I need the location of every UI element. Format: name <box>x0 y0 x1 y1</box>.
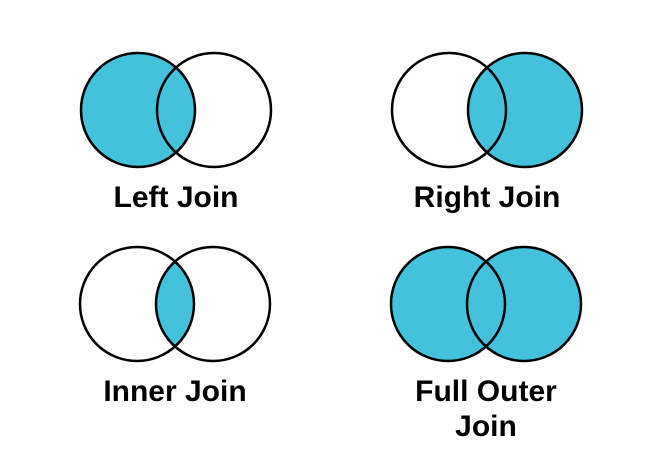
left-circle-outline <box>79 51 197 169</box>
right-join-label: Right Join <box>413 181 561 214</box>
right-circle-outline <box>154 245 272 363</box>
left-circle-outline <box>389 245 507 363</box>
venn-inner-join: Inner Join <box>40 244 310 409</box>
left-join-venn-icon <box>79 51 273 169</box>
inner-join-venn-icon <box>78 245 272 363</box>
intersection-region <box>155 261 195 347</box>
right-circle-outline <box>466 51 584 169</box>
venn-right-join: Right Join <box>352 50 622 215</box>
intersection-region <box>467 67 507 153</box>
left-circle-outline <box>390 51 508 169</box>
intersection-region <box>466 261 506 347</box>
right-circle-outline <box>465 245 583 363</box>
intersection-region <box>156 67 196 153</box>
venn-left-join: Left Join <box>41 50 311 215</box>
left-join-label: Left Join <box>113 181 239 214</box>
full-outer-join-label: Full Outer Join <box>415 375 557 443</box>
right-join-venn-icon <box>390 51 584 169</box>
full-outer-join-venn-icon <box>389 245 583 363</box>
left-circle-outline <box>78 245 196 363</box>
right-circle-outline <box>155 51 273 169</box>
venn-full-outer-join: Full Outer Join <box>351 244 621 444</box>
inner-join-label: Inner Join <box>103 375 247 408</box>
